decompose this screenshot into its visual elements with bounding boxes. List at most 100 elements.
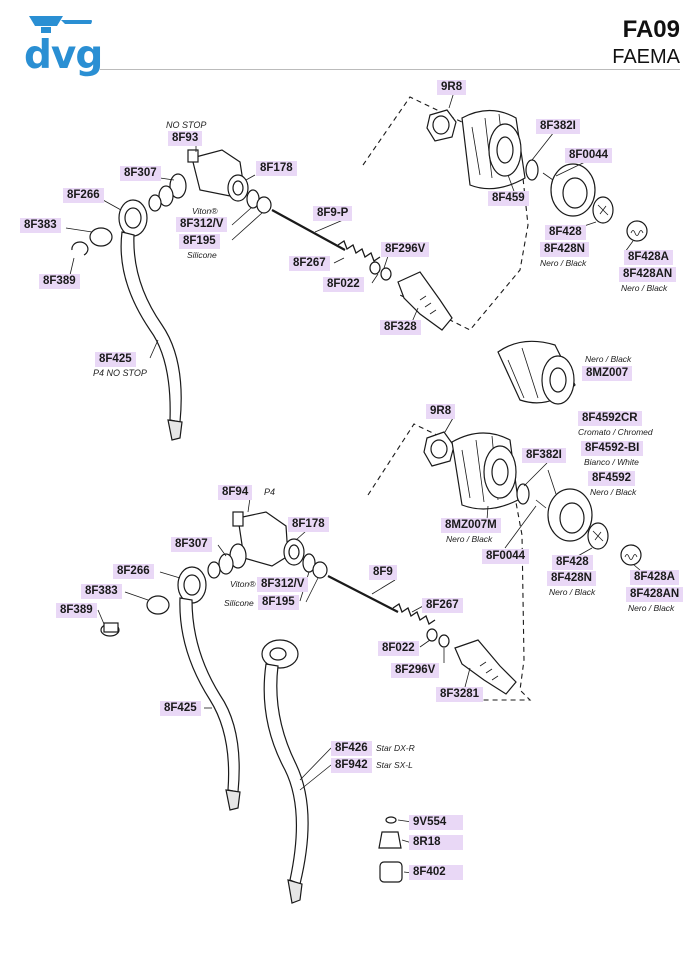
label-lower-cover-black[interactable]: 8F4592 (588, 471, 636, 486)
label-lower-clip[interactable]: 8F0044 (482, 549, 530, 564)
lower-knob (451, 432, 519, 510)
label-lower-fitting[interactable]: 8F3281 (436, 687, 484, 702)
lower-washers (207, 543, 247, 579)
upper-knob-ring (525, 159, 539, 181)
lower-ring-seal (146, 595, 170, 615)
label-upper-seal-silicone[interactable]: 8F195 (179, 234, 220, 249)
loose-knob (497, 340, 576, 405)
label-lower-seal-viton[interactable]: 8F312/V (257, 577, 309, 592)
brand-name: FAEMA (612, 46, 680, 68)
label-upper-oring[interactable]: 8F296V (381, 242, 430, 257)
label-lower-nut[interactable]: 9R8 (426, 404, 456, 419)
note-lower-tip-black: Nero / Black (549, 587, 596, 597)
label-lower-badge-black[interactable]: 8F428AN (626, 587, 684, 602)
upper-spring (337, 240, 381, 262)
label-lower-ring-seal[interactable]: 8F383 (81, 584, 122, 599)
label-star-tube-dx[interactable]: 8F426 (331, 741, 372, 756)
label-upper-spring[interactable]: 8F267 (289, 256, 330, 271)
label-upper-seal-small[interactable]: 8F022 (323, 277, 364, 292)
label-loose-sleeve[interactable]: 8F402 (409, 865, 463, 880)
label-upper-seal-viton[interactable]: 8F312/V (176, 217, 228, 232)
label-upper-snap-ring[interactable]: 8F389 (39, 274, 80, 289)
lower-nut (423, 431, 455, 467)
upper-snap-ring (71, 241, 89, 256)
label-lower-stem[interactable]: 8F9 (369, 565, 397, 580)
label-upper-cover[interactable]: 8F459 (488, 191, 529, 206)
lower-ring (177, 566, 207, 604)
label-upper-fitting[interactable]: 8F328 (380, 320, 421, 335)
label-lower-seal-small[interactable]: 8F022 (378, 641, 419, 656)
lower-stem (312, 561, 399, 613)
label-loose-knob[interactable]: 8MZ007 (582, 366, 633, 381)
note-lower-cover-black: Nero / Black (590, 487, 637, 497)
label-lower-badge[interactable]: 8F428A (630, 570, 679, 585)
upper-tube-tip (167, 419, 183, 441)
label-upper-ring[interactable]: 8F266 (63, 188, 104, 203)
note-lower-silicone: Silicone (224, 598, 254, 608)
note-lower-knob-body: Nero / Black (446, 534, 493, 544)
label-lower-knob-body[interactable]: 8MZ007M (441, 518, 501, 533)
label-upper-tip-black[interactable]: 8F428N (540, 242, 589, 257)
loose-nozzle (378, 831, 402, 849)
label-lower-cover-white[interactable]: 8F4592-BI (581, 441, 644, 456)
label-upper-badge[interactable]: 8F428A (624, 250, 673, 265)
note-loose-knob: Nero / Black (585, 354, 632, 364)
header-divider (100, 69, 680, 70)
label-upper-stem[interactable]: 8F9-P (313, 206, 353, 221)
label-lower-spring[interactable]: 8F267 (422, 598, 463, 613)
label-upper-badge-black[interactable]: 8F428AN (619, 267, 677, 282)
upper-cover (550, 163, 596, 217)
upper-knob (461, 109, 526, 190)
note-lower-cover-chromed: Cromato / Chromed (578, 427, 653, 437)
note-lower-badge-black: Nero / Black (628, 603, 675, 613)
label-lower-tube[interactable]: 8F425 (160, 701, 201, 716)
label-upper-gasket[interactable]: 8F178 (256, 161, 297, 176)
lower-knob-ring (516, 483, 530, 505)
label-upper-tip[interactable]: 8F428 (545, 225, 586, 240)
lower-oring-1 (426, 628, 438, 642)
label-lower-washer[interactable]: 8F307 (171, 537, 212, 552)
label-upper-ring-seal[interactable]: 8F383 (20, 218, 61, 233)
label-upper-tube[interactable]: 8F425 (95, 352, 136, 367)
label-lower-valve-body[interactable]: 8F94 (218, 485, 253, 500)
upper-oring-2 (380, 267, 392, 281)
upper-clip (542, 172, 554, 181)
label-lower-knob-ring[interactable]: 8F382I (522, 448, 566, 463)
label-loose-oring[interactable]: 9V554 (409, 815, 463, 830)
upper-ring (118, 199, 148, 237)
label-lower-snap-ring[interactable]: 8F389 (56, 603, 97, 618)
upper-knob-group-outline (362, 96, 529, 331)
upper-gasket (227, 174, 249, 202)
label-lower-tip-black[interactable]: 8F428N (547, 571, 596, 586)
lower-badge (620, 544, 642, 566)
label-lower-seal-silicone[interactable]: 8F195 (258, 595, 299, 610)
lower-tube (179, 597, 240, 793)
lower-fitting (454, 639, 517, 695)
upper-tip (592, 196, 614, 224)
label-upper-clip[interactable]: 8F0044 (565, 148, 613, 163)
upper-ring-seal (89, 227, 113, 247)
lower-cover (547, 488, 593, 542)
note-star-tube-dx: Star DX-R (376, 743, 415, 753)
label-loose-nozzle[interactable]: 8R18 (409, 835, 463, 850)
label-lower-oring[interactable]: 8F296V (391, 663, 440, 678)
label-upper-nut[interactable]: 9R8 (437, 80, 467, 95)
label-lower-gasket[interactable]: 8F178 (288, 517, 329, 532)
upper-nut (426, 109, 457, 142)
lower-gasket (283, 538, 305, 566)
note-upper-viton: Viton® (192, 206, 218, 216)
logo-cup-icon (29, 16, 92, 33)
label-lower-cover-chromed[interactable]: 8F4592CR (578, 411, 642, 426)
note-upper-tip-black: Nero / Black (540, 258, 587, 268)
label-lower-ring[interactable]: 8F266 (113, 564, 154, 579)
label-upper-knob-ring[interactable]: 8F382I (536, 119, 580, 134)
upper-tube (120, 231, 182, 423)
label-upper-valve-body[interactable]: 8F93 (168, 131, 203, 146)
label-star-tube-sx[interactable]: 8F942 (331, 758, 372, 773)
label-upper-washer[interactable]: 8F307 (120, 166, 161, 181)
label-lower-tip[interactable]: 8F428 (552, 555, 593, 570)
loose-sleeve (379, 861, 403, 883)
page-header: dvg FA09 FAEMA (0, 0, 700, 80)
note-star-tube-sx: Star SX-L (376, 760, 413, 770)
